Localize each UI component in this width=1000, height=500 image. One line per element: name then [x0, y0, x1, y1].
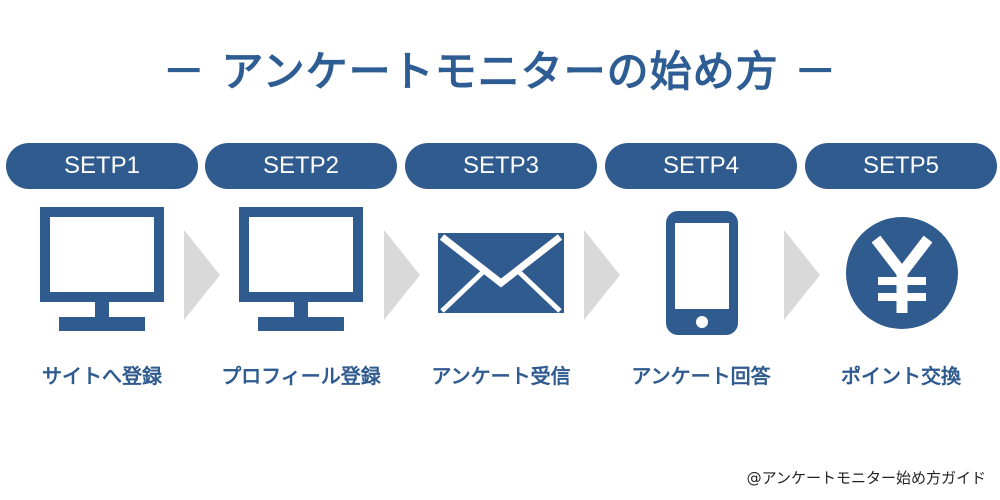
chevron-right-icon [184, 230, 220, 320]
envelope-icon [405, 207, 597, 337]
monitor-icon [6, 207, 198, 337]
step-badge: SETP5 [805, 143, 997, 189]
monitor-icon [205, 207, 397, 337]
step-badge: SETP2 [205, 143, 397, 189]
step-badge: SETP1 [6, 143, 198, 189]
page-title: － アンケートモニターの始め方 － [162, 47, 838, 96]
yen-coin-icon [805, 207, 997, 337]
step-3: SETP3 [405, 143, 601, 343]
step-label: サイトへ登録 [42, 364, 162, 388]
credit-text: @アンケートモニター始め方ガイド [746, 469, 986, 487]
step-4: SETP4 [605, 143, 801, 343]
smartphone-icon [605, 207, 797, 337]
step-label: アンケート受信 [431, 364, 571, 388]
step-1: SETP1 [6, 143, 202, 343]
chevron-right-icon [584, 230, 620, 320]
chevron-right-icon [784, 230, 820, 320]
step-label: アンケート回答 [631, 364, 771, 388]
step-label: ポイント交換 [841, 364, 961, 388]
step-badge: SETP4 [605, 143, 797, 189]
chevron-right-icon [384, 230, 420, 320]
step-label: プロフィール登録 [221, 364, 381, 388]
step-2: SETP2 [205, 143, 401, 343]
step-5: SETP5 [805, 143, 1000, 343]
step-badge: SETP3 [405, 143, 597, 189]
